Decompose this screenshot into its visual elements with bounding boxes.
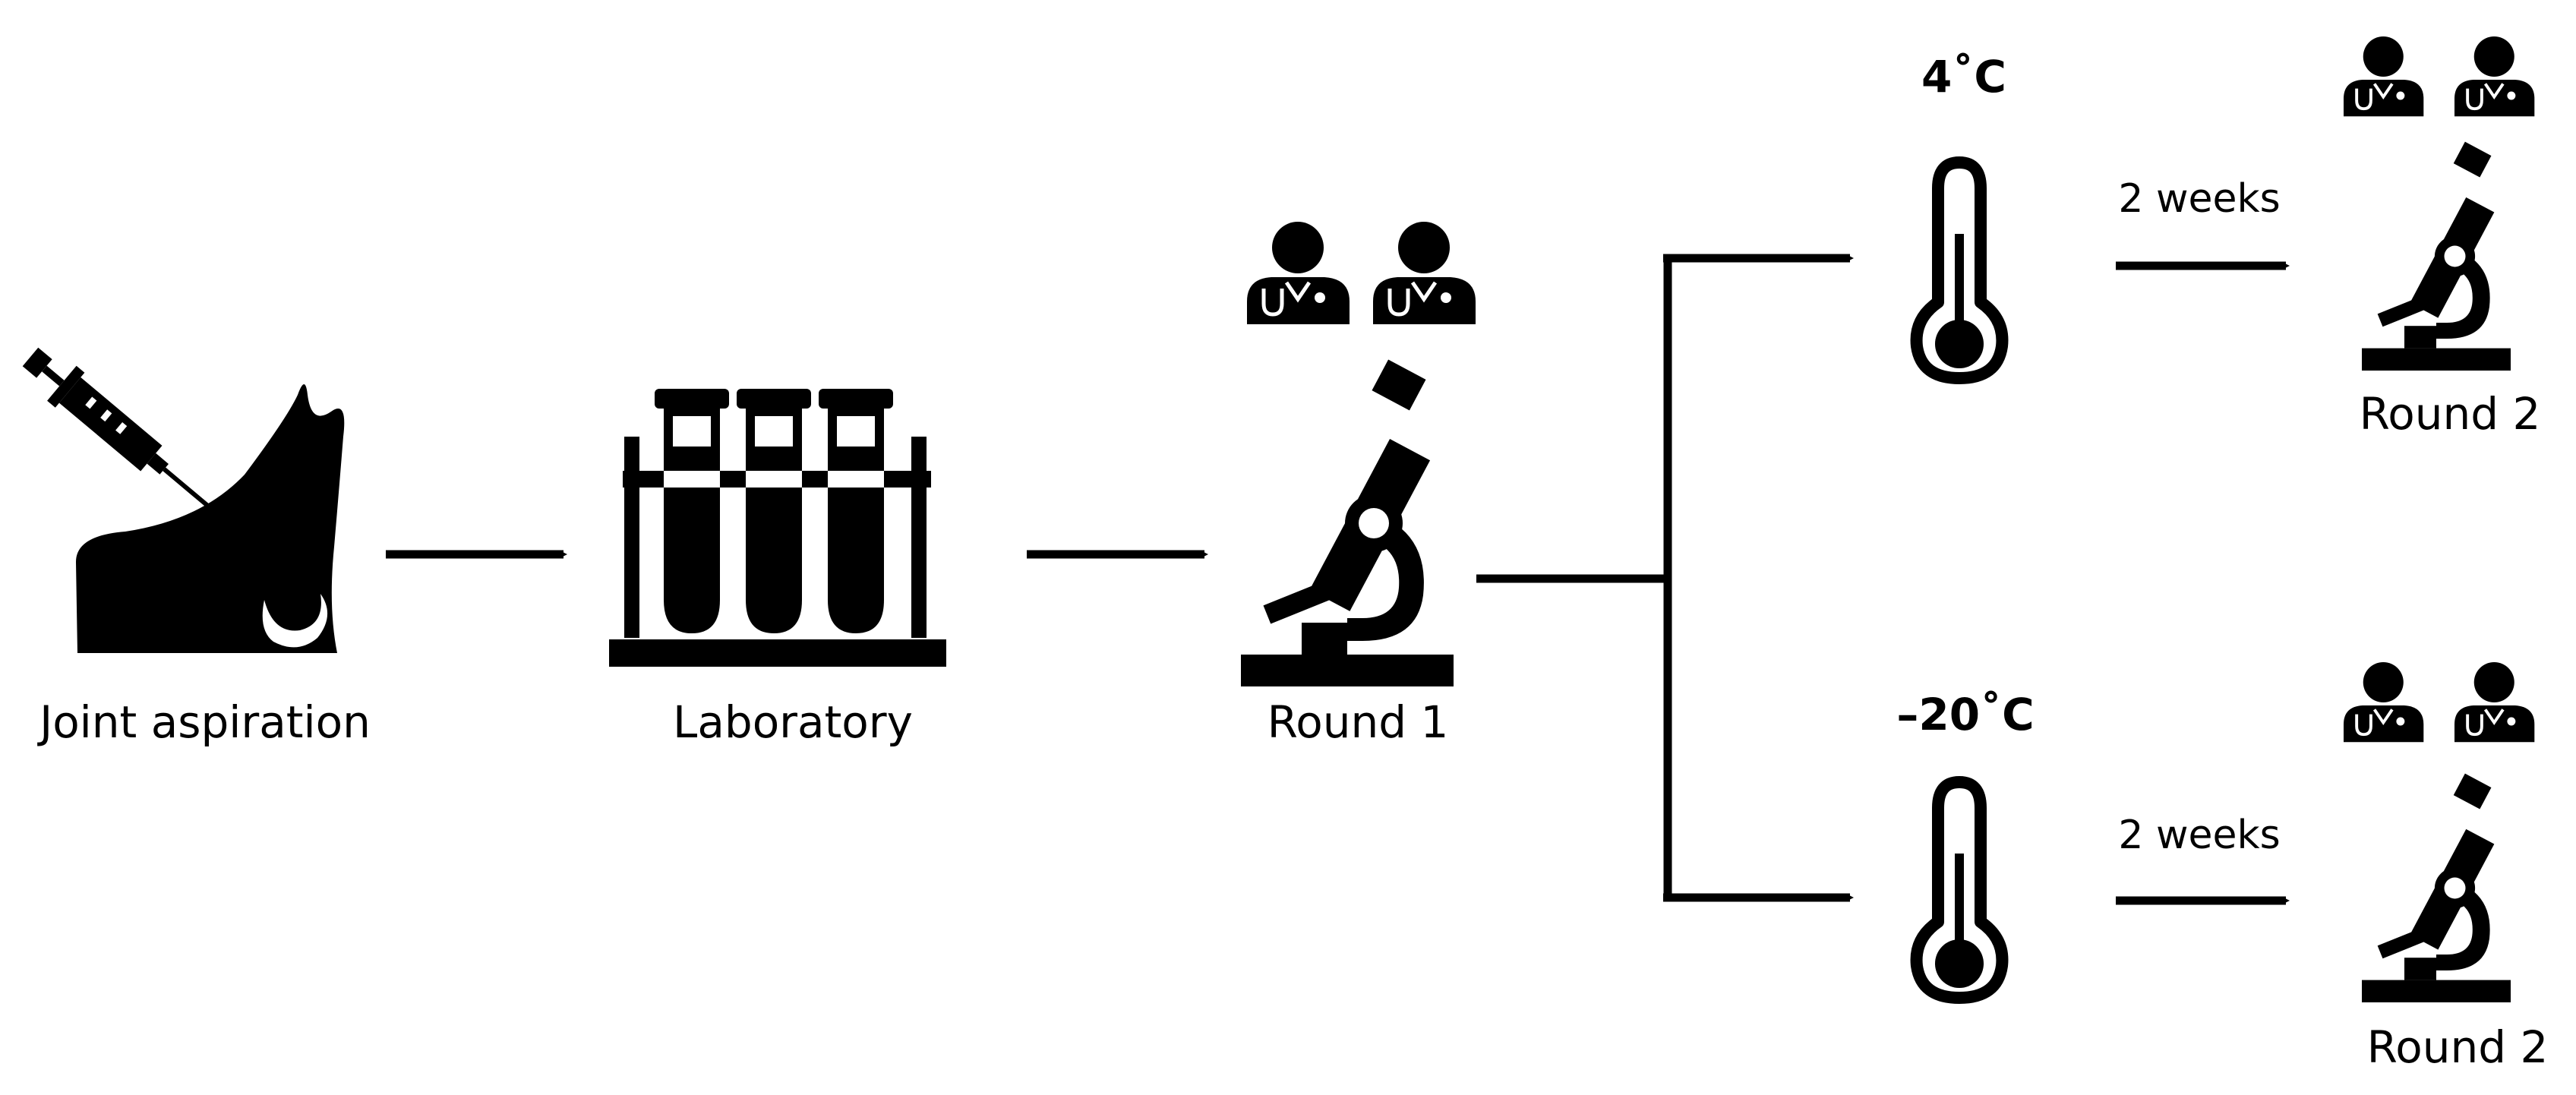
temperature-4c: 4˚C (1921, 51, 2006, 103)
doctor-icon (2453, 35, 2537, 118)
label-joint-aspiration: Joint aspiration (39, 696, 371, 748)
doctor-icon (2453, 661, 2537, 744)
doctor-icon (1373, 222, 1476, 324)
doctor-icon (2342, 661, 2426, 744)
microscope-icon (2362, 141, 2511, 371)
doctor-icon (1247, 222, 1350, 324)
duration-top: 2 weeks (2118, 176, 2281, 222)
microscope-icon (2362, 773, 2511, 1002)
label-round-1: Round 1 (1267, 696, 1449, 748)
label-round-2-bottom: Round 2 (2366, 1021, 2549, 1073)
duration-bottom: 2 weeks (2118, 813, 2281, 858)
branch-connector (1476, 258, 1672, 898)
label-laboratory: Laboratory (673, 696, 913, 748)
thermometer-icon (1917, 163, 2003, 378)
test-tube-rack-icon (609, 389, 946, 667)
microscope-icon (1241, 359, 1454, 686)
syringe-icon (22, 347, 213, 510)
thermometer-icon (1917, 782, 2003, 998)
doctor-icon (2342, 35, 2426, 118)
temperature-minus-20c: –20˚C (1896, 689, 2035, 740)
foot-icon (76, 384, 345, 653)
label-round-2-top: Round 2 (2359, 388, 2541, 440)
